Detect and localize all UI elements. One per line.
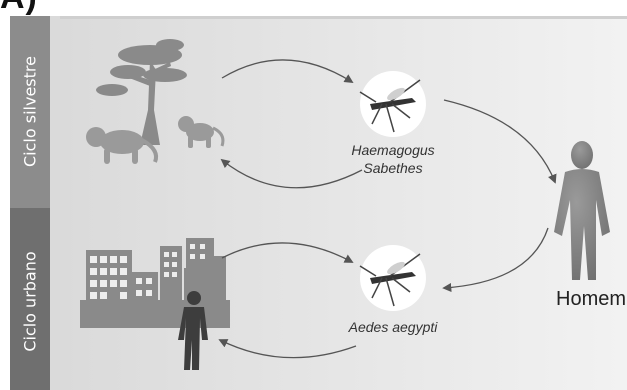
person-icon [178,291,208,370]
mosquito-icon [359,71,426,137]
sylvan-band-top [60,16,627,19]
tree-icon [96,39,187,145]
city-icon [80,238,230,328]
urban-sidebar [10,208,50,390]
sylvan-vector-line2: Sabethes [363,160,423,176]
sylvan-vector-line1: Haemagogus [351,142,435,158]
human-icon [554,141,610,280]
arrow-mosquito-to-monkeys [220,158,363,189]
mosquito-icon [359,245,426,311]
urban-vector-label: Aedes aegypti [348,319,438,335]
sylvan-sidebar [10,16,50,208]
arrow-tree-to-mosquito [221,59,354,83]
figure-heading: A) [0,0,38,17]
sylvan-cycle-label: Ciclo silvestre [20,56,40,167]
monkey-icon [86,116,225,164]
arrow-mosquito-to-human [443,99,557,184]
sylvan-band [10,16,627,208]
sylvan-vector-label: Haemagogus Sabethes [333,141,453,177]
cycle-arrows [218,59,557,359]
arrow-city-to-mosquito [221,242,354,263]
arrow-human-to-mosquito [442,227,549,293]
arrow-mosquito-to-city [218,339,357,359]
host-label: Homem [556,288,627,310]
urban-cycle-label: Ciclo urbano [20,251,40,352]
